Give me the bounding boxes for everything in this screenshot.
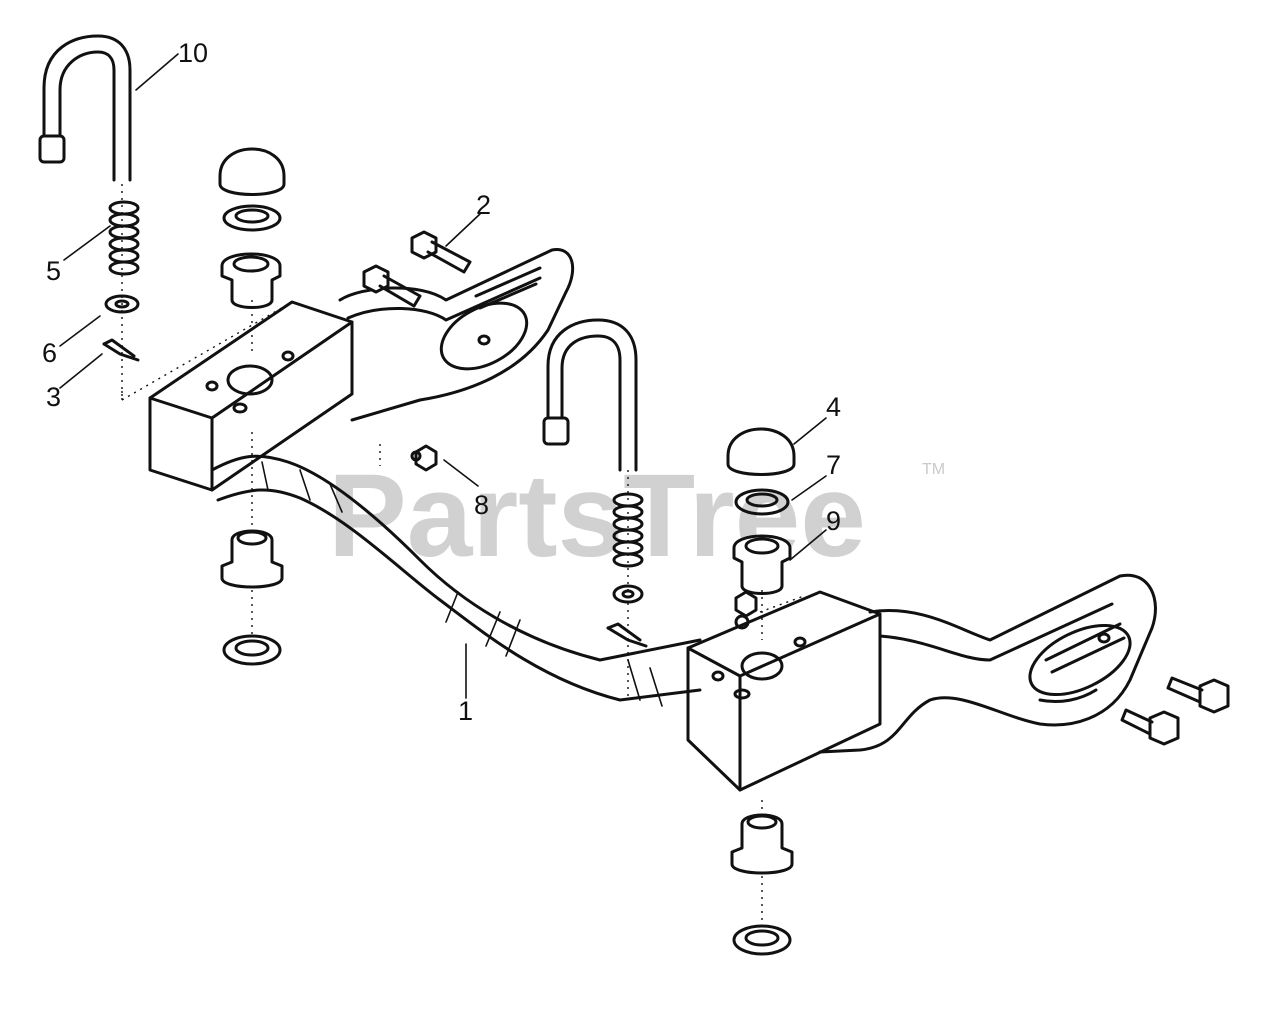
watermark-trademark: TM	[922, 461, 945, 478]
washer-lower-right	[732, 924, 792, 956]
washer-small-left	[104, 294, 140, 314]
callout-7: 7	[826, 450, 841, 480]
bolt-mid	[362, 264, 422, 308]
callout-4: 4	[826, 392, 841, 422]
spindle-left	[38, 34, 132, 400]
callout-6: 6	[42, 338, 57, 368]
dust-cap-upper	[218, 147, 286, 196]
callout-9: 9	[826, 506, 841, 536]
cotter-pin-left	[102, 338, 140, 362]
axle-frame	[148, 248, 1157, 792]
bushing-upper	[220, 252, 282, 309]
grease-fitting-left	[410, 444, 438, 472]
bolt-right-upper	[1166, 676, 1230, 714]
bushing-lower-right	[730, 813, 794, 875]
bushing-right	[732, 534, 792, 595]
bolt-upper	[410, 230, 472, 274]
washer-lower-left	[222, 634, 282, 666]
grease-fitting-right	[734, 590, 758, 630]
callout-5: 5	[46, 256, 61, 286]
spring-left	[108, 200, 140, 276]
dust-cap-right	[726, 427, 796, 476]
cotter-pin-right	[606, 622, 648, 648]
callout-1: 1	[458, 696, 473, 726]
callout-8: 8	[474, 490, 489, 520]
washer-small-right	[612, 584, 644, 604]
washer-right	[734, 488, 790, 516]
spring-right	[612, 492, 644, 568]
washer-upper	[222, 204, 282, 232]
bushing-lower-left	[220, 529, 284, 589]
callout-10: 10	[178, 38, 208, 68]
leader-lines	[59, 53, 827, 699]
assembly-guides	[121, 300, 805, 926]
bolt-right-lower	[1120, 708, 1180, 746]
callout-3: 3	[46, 382, 61, 412]
callout-2: 2	[476, 190, 491, 220]
spindle-right	[542, 318, 638, 700]
